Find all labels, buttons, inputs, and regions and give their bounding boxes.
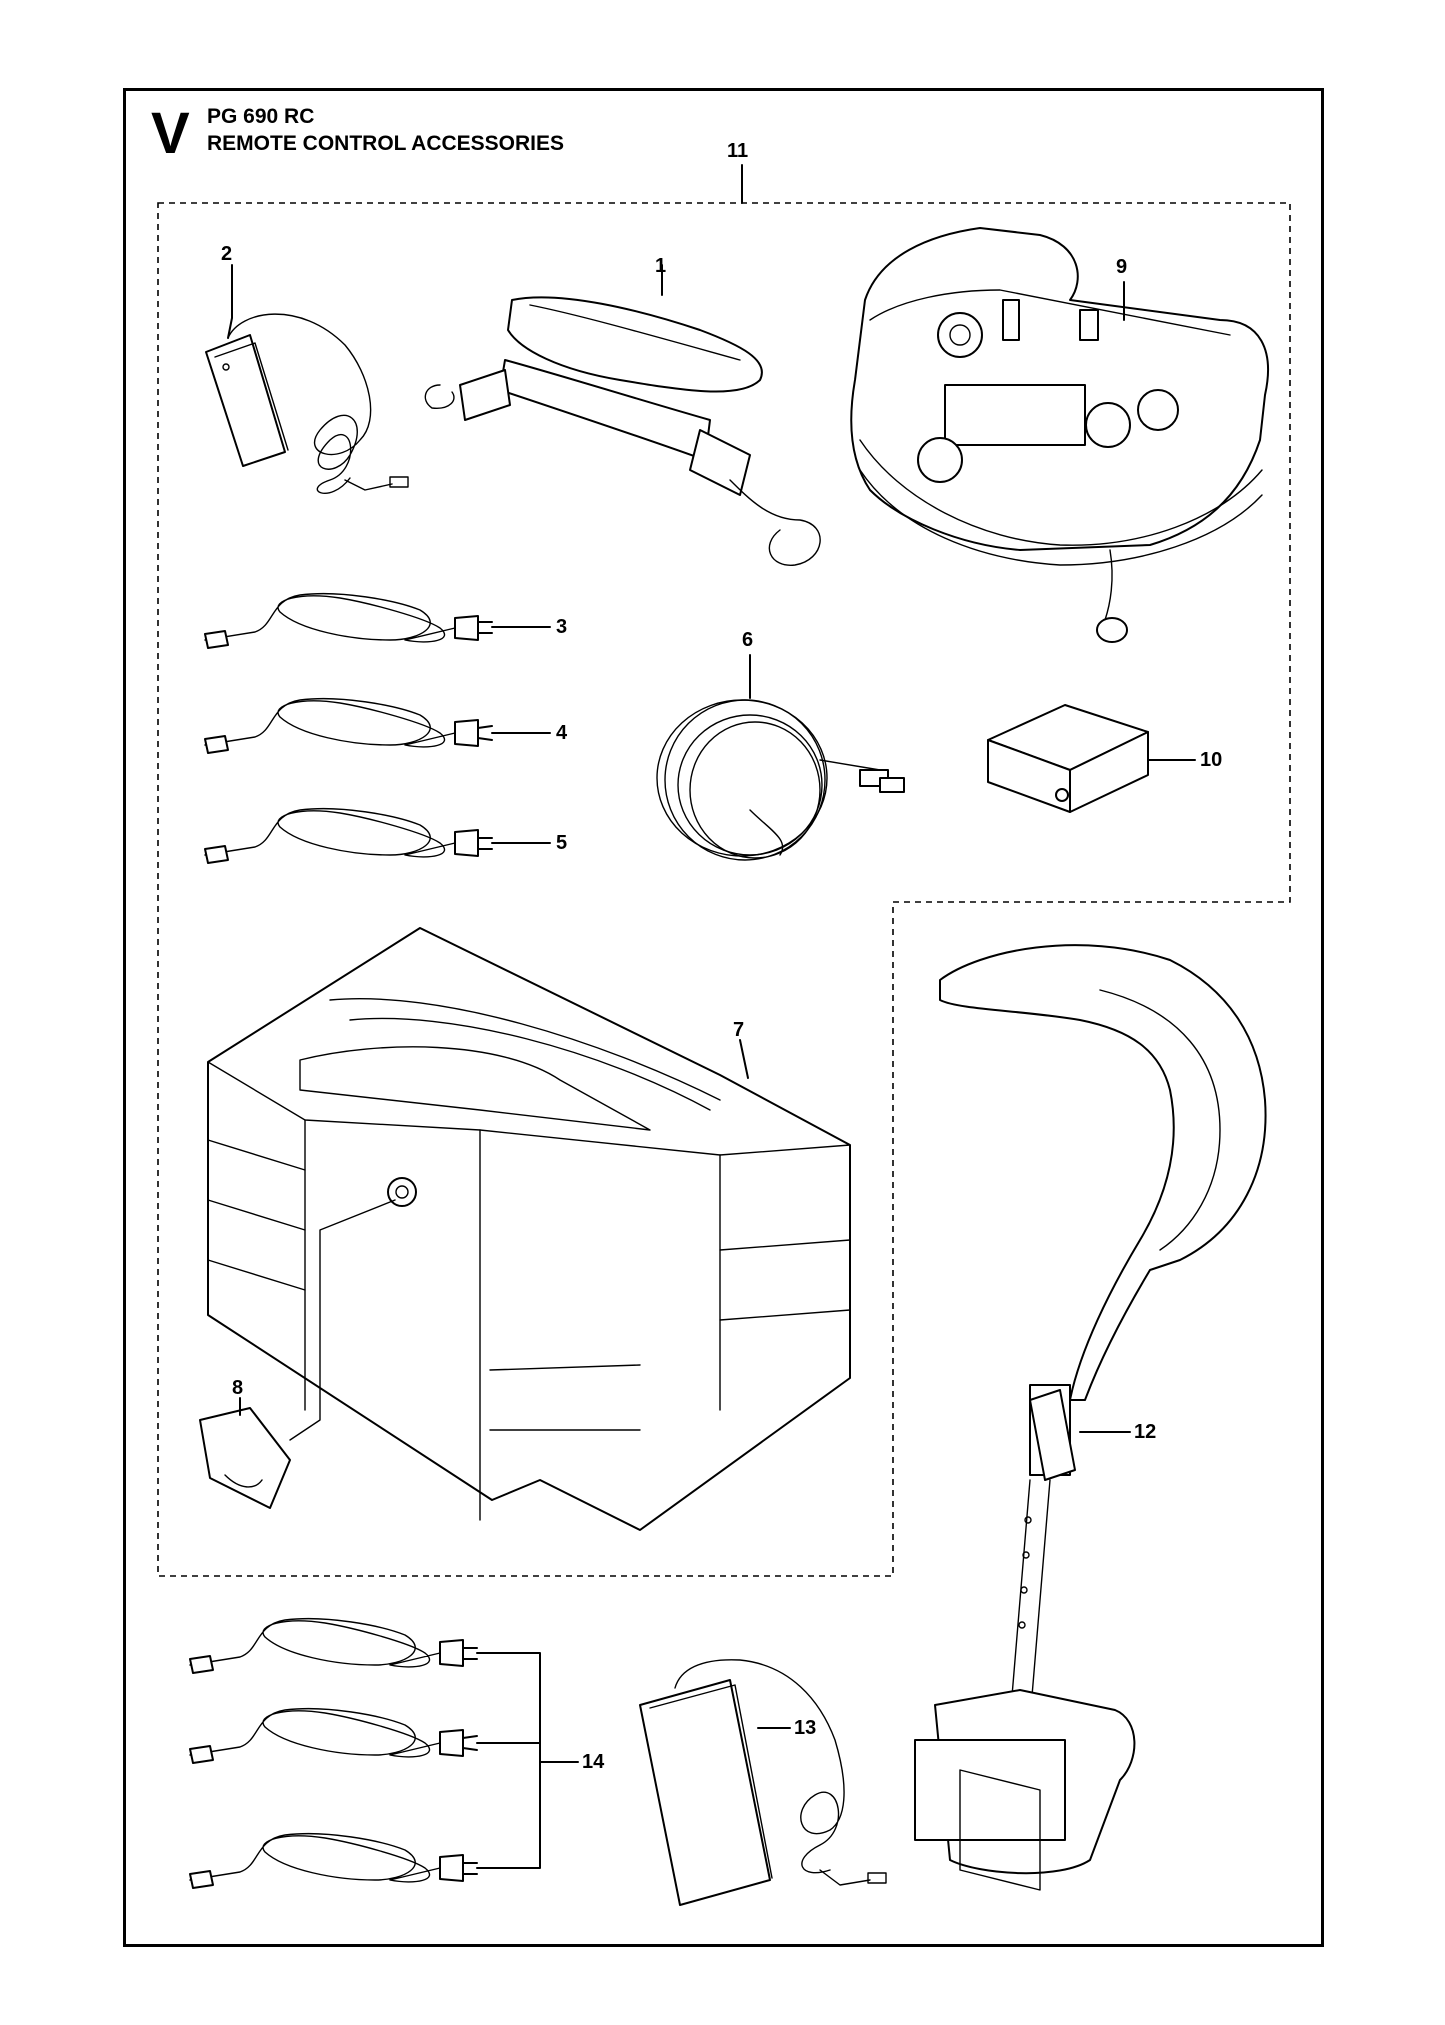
power-cord-14c-icon — [189, 1832, 478, 1889]
callout-5: 5 — [556, 832, 568, 854]
remote-control-unit-icon — [850, 227, 1269, 643]
callout-12: 12 — [1134, 1421, 1157, 1443]
callout-9: 9 — [1116, 256, 1128, 278]
charger-small-icon — [205, 264, 409, 494]
model-label: PG 690 RC — [207, 105, 315, 128]
callout-10: 10 — [1200, 749, 1223, 771]
callout-13: 13 — [794, 1717, 817, 1739]
callout-8: 8 — [232, 1377, 244, 1399]
callout-1: 1 — [655, 255, 667, 277]
callout-7: 7 — [733, 1019, 745, 1041]
callout-14: 14 — [582, 1751, 605, 1773]
section-letter: V — [151, 101, 190, 166]
module-box-icon — [987, 704, 1196, 813]
kit-boundary — [157, 202, 1291, 1577]
callout-6: 6 — [742, 629, 754, 651]
harness-icon — [914, 944, 1267, 1891]
page-frame — [123, 88, 1324, 1947]
callout-2: 2 — [221, 243, 233, 265]
callout-11: 11 — [727, 140, 749, 162]
power-cord-14b-icon — [189, 1707, 478, 1764]
callout-3: 3 — [556, 616, 568, 638]
callout-4: 4 — [556, 722, 568, 744]
power-cord-4-icon — [204, 697, 551, 754]
leader-14 — [476, 1652, 579, 1869]
shoulder-strap-icon — [424, 264, 821, 566]
power-cord-14a-icon — [189, 1617, 478, 1674]
charger-large-icon — [639, 1659, 887, 1906]
power-cord-5-icon — [204, 807, 551, 864]
coiled-cable-icon — [656, 654, 905, 861]
power-cord-3-icon — [204, 592, 551, 649]
latch-icon — [199, 1199, 396, 1509]
storage-case-icon — [207, 927, 851, 1531]
page-title: REMOTE CONTROL ACCESSORIES — [207, 132, 565, 155]
